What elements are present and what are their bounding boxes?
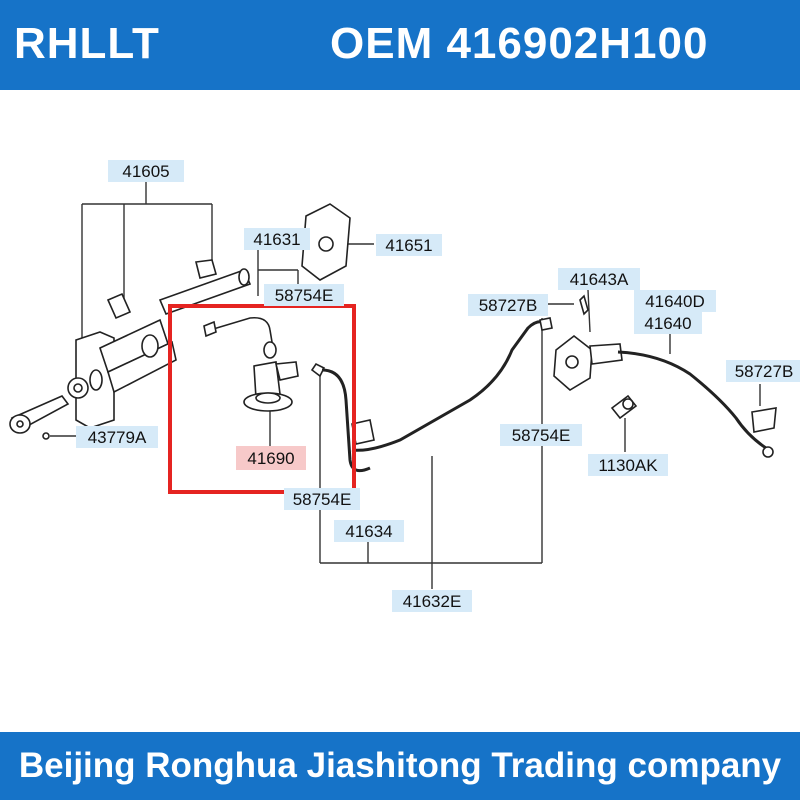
svg-text:41632E: 41632E — [403, 592, 462, 611]
reservoir-gasket — [301, 203, 351, 281]
svg-text:58754E: 58754E — [512, 426, 571, 445]
svg-text:1130AK: 1130AK — [598, 456, 658, 475]
svg-text:58754E: 58754E — [293, 490, 352, 509]
part-label-41690: 41690 — [236, 446, 306, 470]
flex-hose — [617, 350, 767, 450]
svg-text:43779A: 43779A — [88, 428, 147, 447]
svg-text:58727B: 58727B — [479, 296, 538, 315]
svg-text:41634: 41634 — [345, 522, 392, 541]
header-banner: RHLLT OEM 416902H100 — [0, 0, 800, 90]
svg-text:41605: 41605 — [122, 162, 169, 181]
part-label-58727b: 58727B — [468, 294, 548, 316]
part-label-58754e: 58754E — [500, 424, 582, 446]
svg-text:41640: 41640 — [644, 314, 691, 333]
part-label-41651: 41651 — [376, 234, 442, 256]
part-label-41634: 41634 — [334, 520, 404, 542]
clutch-tube — [351, 317, 553, 452]
part-label-1130ak: 1130AK — [588, 454, 668, 476]
part-label-41631: 41631 — [244, 228, 310, 250]
svg-text:58754E: 58754E — [275, 286, 334, 305]
svg-text:58727B: 58727B — [735, 362, 794, 381]
highlighted-assembly — [203, 316, 371, 473]
svg-text:41640D: 41640D — [645, 292, 705, 311]
part-label-41640: 41640 — [634, 312, 702, 334]
part-label-58754e: 58754E — [284, 488, 360, 510]
hose-clip — [751, 407, 777, 458]
brand-name: RHLLT — [14, 19, 160, 68]
part-label-41605: 41605 — [108, 160, 184, 182]
hose-bracket — [553, 294, 638, 420]
part-label-41640d: 41640D — [634, 290, 716, 312]
highlight-box — [168, 304, 356, 494]
parts-diagram: 41605 41631 41651 58754E 58727B 41643A 4… — [9, 160, 800, 612]
oem-number: OEM 416902H100 — [330, 19, 709, 68]
svg-text:41631: 41631 — [253, 230, 300, 249]
footer-banner: Beijing Ronghua Jiashitong Trading compa… — [0, 732, 800, 800]
svg-text:41651: 41651 — [385, 236, 432, 255]
svg-text:41690: 41690 — [247, 449, 294, 468]
company-name: Beijing Ronghua Jiashitong Trading compa… — [18, 746, 782, 785]
svg-text:41643A: 41643A — [570, 270, 629, 289]
part-label-43779a: 43779A — [76, 426, 158, 448]
part-label-41643a: 41643A — [558, 268, 640, 290]
part-label-58754e: 58754E — [264, 284, 344, 306]
part-label-41632e: 41632E — [392, 590, 472, 612]
part-label-58727b: 58727B — [726, 360, 800, 382]
leader-lines — [50, 182, 761, 589]
master-cylinder — [9, 259, 252, 440]
